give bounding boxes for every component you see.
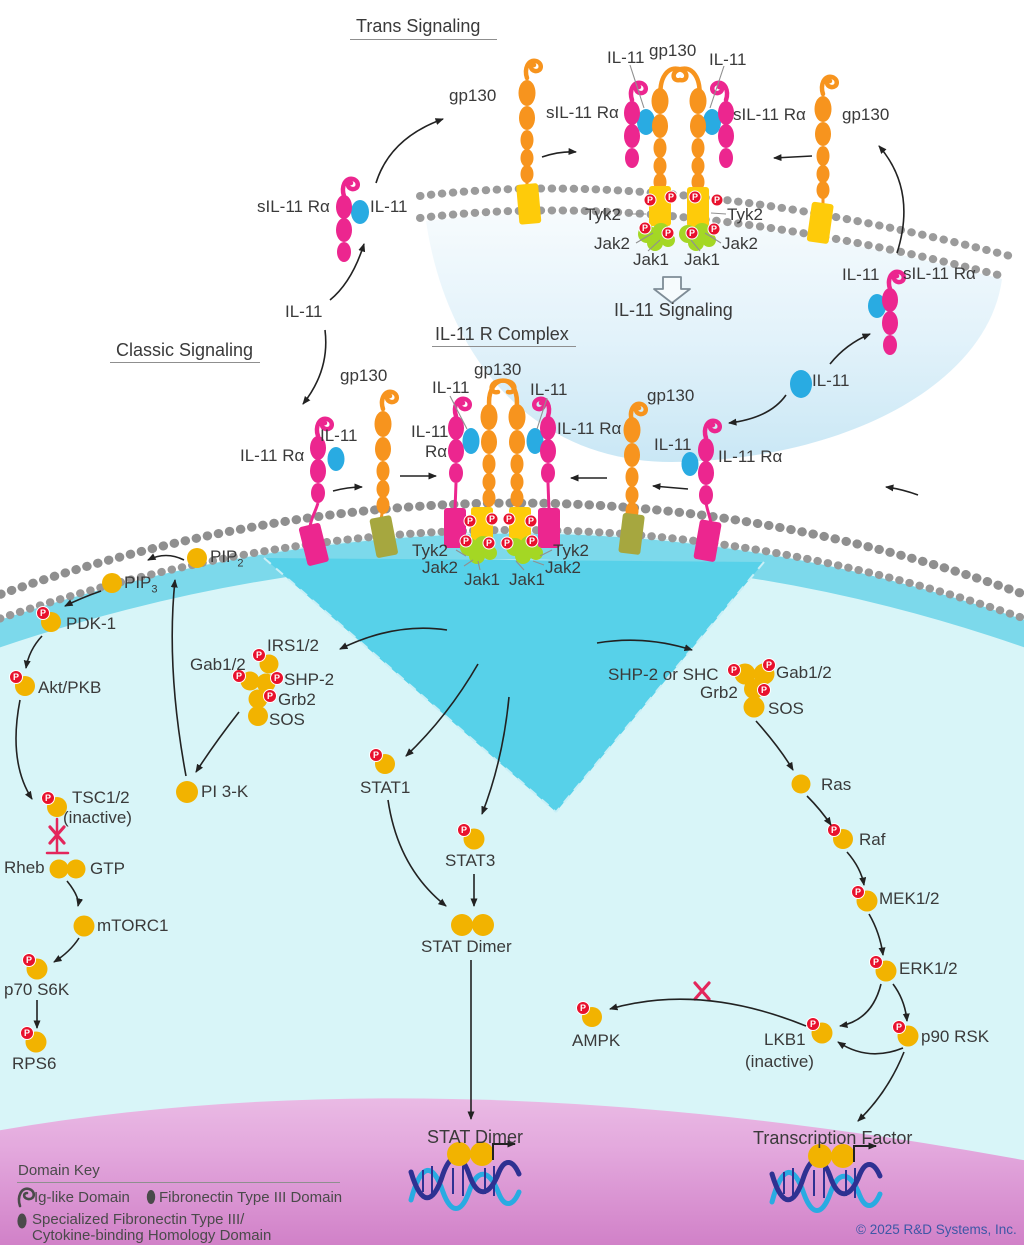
phospho-badges: P P P P P P P P P P P P P P P P P P P P …: [9, 190, 906, 1040]
arrow-il11-to-classic: [302, 329, 327, 405]
il11-ligand: [868, 294, 886, 318]
arrow-lkb1-to-ampk-blocked: [609, 998, 807, 1027]
arrow-sos-to-ras: [755, 720, 794, 771]
svg-text:P: P: [714, 195, 720, 205]
top-membrane-inner-leaflet: [416, 206, 1010, 281]
svg-text:P: P: [26, 955, 32, 965]
svg-text:P: P: [24, 1028, 30, 1038]
il11-ligand: [637, 109, 655, 135]
signal-wedge: [263, 557, 765, 813]
sil11ra-il11-complex-left: [336, 179, 369, 262]
label-leader-lines: [449, 64, 727, 571]
fibronectin-domain-icon: [146, 1190, 156, 1204]
svg-text:P: P: [506, 514, 512, 524]
il11-ligand: [681, 452, 699, 476]
svg-text:P: P: [486, 538, 492, 548]
stat-dimer-on-dna: [447, 1142, 471, 1166]
svg-text:P: P: [810, 1019, 816, 1029]
arrow-il11-to-trans: [329, 243, 366, 301]
il11-receptor-complex: [444, 378, 560, 564]
arrow-p90rsk-to-tf: [857, 1051, 905, 1122]
inhibition-lkb1-ampk-x: [693, 981, 711, 1001]
sil11ra-il11-complex-right: [868, 272, 904, 355]
ig-like-domain-icon: [17, 1187, 36, 1208]
gp130-top-right: [806, 77, 837, 245]
svg-text:P: P: [461, 825, 467, 835]
arrow-to-stat3: [481, 696, 510, 815]
transcription-start-arrow: [853, 1142, 877, 1162]
svg-text:P: P: [236, 671, 242, 681]
arrow-to-irs: [339, 627, 448, 650]
svg-text:P: P: [896, 1022, 902, 1032]
svg-text:P: P: [692, 192, 698, 202]
svg-text:P: P: [647, 195, 653, 205]
svg-text:P: P: [40, 608, 46, 618]
arrow-to-pi3k: [195, 711, 240, 773]
top-membrane-outer-leaflet: [416, 184, 1014, 260]
svg-text:P: P: [731, 665, 737, 675]
svg-text:P: P: [580, 1003, 586, 1013]
il11ra-il11-classic: [298, 419, 345, 567]
svg-text:P: P: [373, 750, 379, 760]
svg-text:P: P: [689, 228, 695, 238]
svg-text:P: P: [766, 660, 772, 670]
il11-ligand: [351, 200, 369, 224]
svg-text:P: P: [467, 516, 473, 526]
il11-ligand: [703, 109, 721, 135]
il11-ligand: [462, 428, 480, 454]
svg-text:P: P: [463, 536, 469, 546]
svg-text:P: P: [873, 957, 879, 967]
domain-key-icons: [17, 1187, 156, 1229]
specialized-fibronectin-domain-icon: [17, 1213, 27, 1229]
nucleus: [0, 1098, 1024, 1245]
il11-ligand: [526, 428, 544, 454]
svg-text:P: P: [274, 673, 280, 683]
svg-text:P: P: [855, 887, 861, 897]
svg-text:P: P: [528, 516, 534, 526]
svg-text:P: P: [256, 650, 262, 660]
transcription-factor-on-dna: [808, 1144, 832, 1168]
svg-text:P: P: [711, 224, 717, 234]
arrow-sil11ra-to-gp130: [375, 118, 444, 184]
dna-stat-dimer: [408, 1140, 522, 1211]
svg-text:P: P: [504, 538, 510, 548]
il11ra-il11-right: [681, 421, 722, 563]
svg-text:P: P: [267, 691, 273, 701]
gp130-classic: [369, 392, 398, 559]
dna-transcription-factor: [769, 1142, 883, 1213]
inhibition-tsc-rheb: [45, 817, 70, 855]
gp130-top-left: [516, 61, 541, 225]
svg-text:P: P: [45, 793, 51, 803]
svg-text:P: P: [489, 514, 495, 524]
il11-signaling-down-arrow-icon: [653, 276, 691, 304]
arrow-to-shp2-shc: [596, 639, 693, 652]
svg-text:P: P: [665, 228, 671, 238]
il11-free-ligand: [790, 370, 812, 398]
arrow-pi3k-to-pip: [170, 579, 187, 777]
trans-signaling-complex: [624, 66, 734, 251]
arrow-to-stat1: [405, 663, 479, 757]
il11-ligand: [327, 447, 345, 471]
svg-text:P: P: [529, 536, 535, 546]
transcription-start-arrow: [492, 1140, 516, 1160]
main-cell: [0, 498, 1024, 1245]
pathway-arrows: [15, 118, 919, 1122]
svg-text:P: P: [13, 672, 19, 682]
svg-text:P: P: [642, 223, 648, 233]
svg-text:P: P: [831, 825, 837, 835]
svg-text:P: P: [668, 192, 674, 202]
plasma-membrane-outer-leaflet: [0, 498, 1024, 600]
svg-text:P: P: [761, 685, 767, 695]
